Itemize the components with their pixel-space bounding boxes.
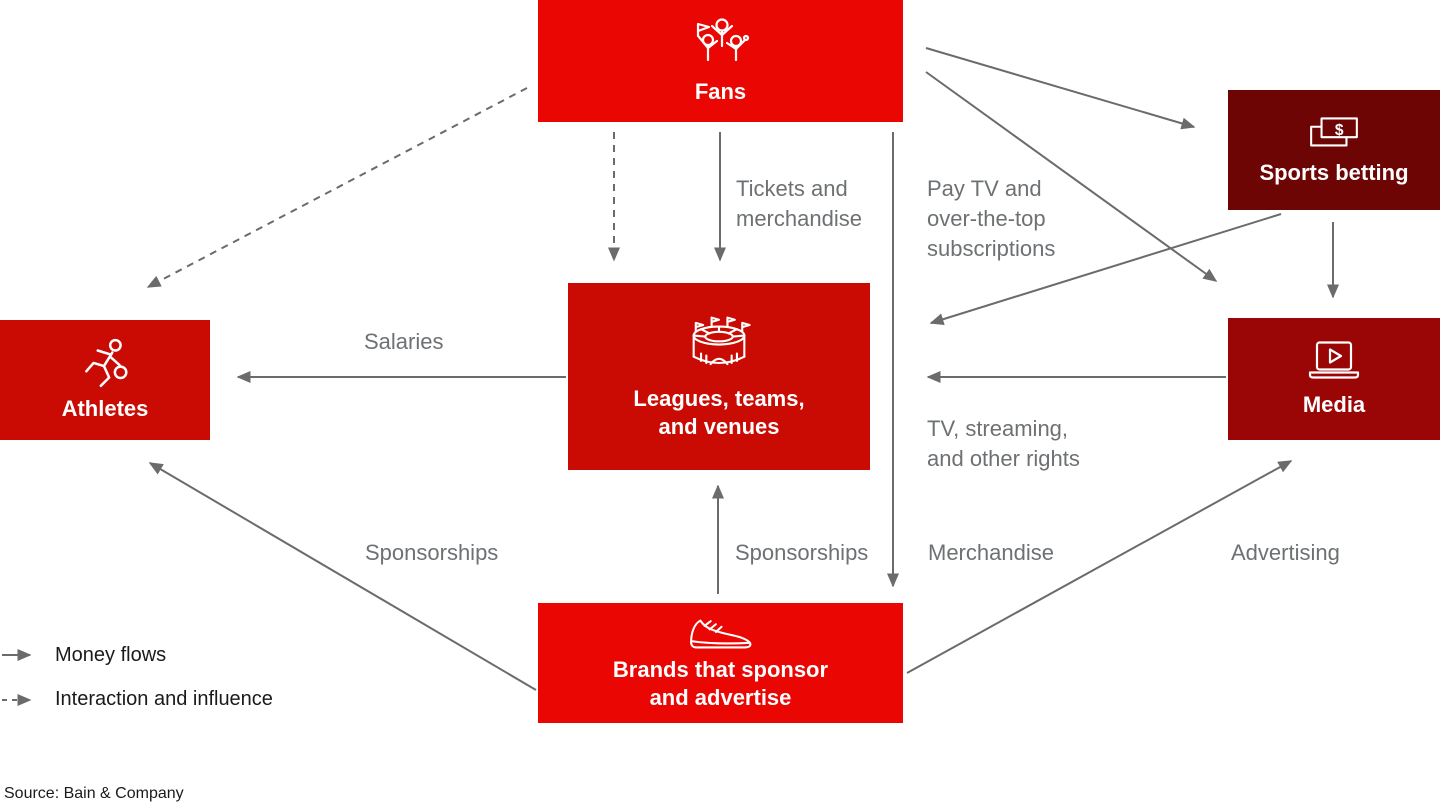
cheering-fans-icon [688, 16, 754, 74]
flow-label-tickets-and-merchandise: Tickets and merchandise [736, 176, 862, 231]
arrow-brands-to-athletes-sponsorships [148, 462, 537, 691]
node-athletes: Athletes [0, 320, 210, 440]
arrow-fans-to-sports-betting [925, 47, 1196, 130]
svg-text:$: $ [1335, 122, 1344, 139]
flow-label-sponsorships-athletes: Sponsorships [365, 540, 499, 565]
node-sports-betting: $ Sports betting [1228, 90, 1440, 210]
flow-label-salaries: Salaries [364, 329, 444, 354]
node-sports-betting-label: Sports betting [1259, 159, 1409, 185]
node-brands: Brands that sponsor and advertise [538, 603, 903, 723]
node-brands-label: Brands that sponsor and advertise [612, 657, 829, 710]
node-athletes-label: Athletes [61, 396, 149, 422]
arrow-fans-to-athletes-dashed [146, 87, 528, 288]
node-media-label: Media [1302, 392, 1366, 418]
legend-interaction-influence-label: Interaction and influence [55, 688, 273, 710]
flow-label-sponsorships-leagues: Sponsorships [735, 540, 869, 565]
running-athlete-icon [78, 337, 132, 391]
flow-label-tv-streaming-rights: TV, streaming, and other rights [927, 416, 1080, 471]
node-media: Media [1228, 318, 1440, 440]
node-fans: Fans [538, 0, 903, 122]
arrow-brands-to-media-advertising [906, 460, 1293, 674]
stadium-icon [681, 313, 757, 375]
flow-label-merchandise: Merchandise [928, 540, 1054, 565]
flow-label-pay-tv-ott-subscriptions: Pay TV and over-the-top subscriptions [927, 176, 1056, 261]
node-leagues: Leagues, teams, and venues [568, 283, 870, 470]
legend-money-flows-label: Money flows [55, 644, 167, 666]
flow-label-advertising: Advertising [1231, 540, 1340, 565]
node-fans-label: Fans [694, 79, 747, 105]
banknotes-icon: $ [1307, 114, 1361, 152]
node-leagues-label: Leagues, teams, and venues [633, 386, 805, 439]
arrow-fans-to-media [925, 71, 1218, 282]
sneaker-icon [688, 615, 754, 651]
source-note: Source: Bain & Company [4, 785, 184, 802]
laptop-play-icon [1306, 339, 1362, 384]
arrow-sports-betting-to-leagues [929, 213, 1282, 326]
